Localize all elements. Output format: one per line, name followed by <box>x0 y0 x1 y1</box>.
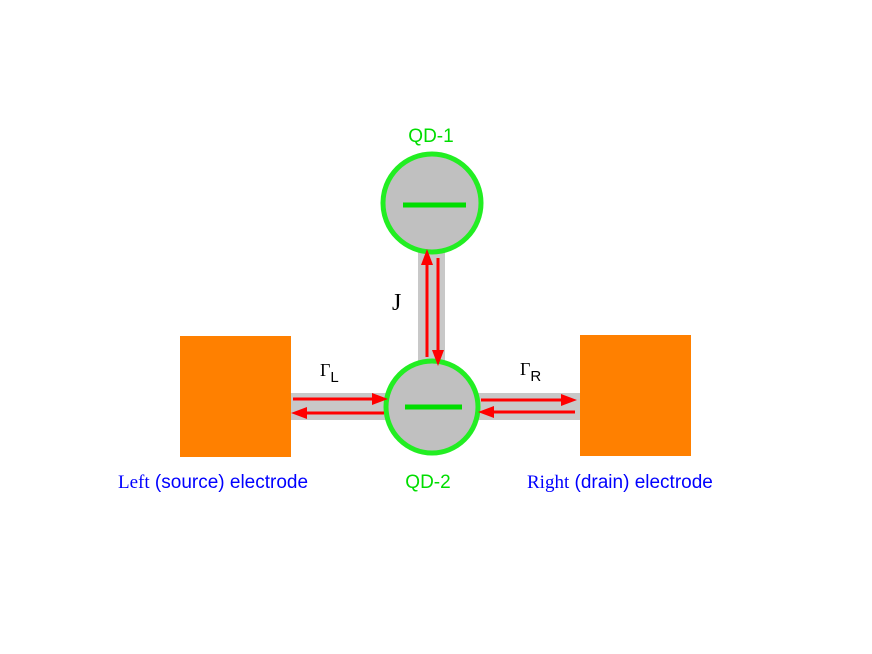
arrowhead-left-to-dot <box>372 393 388 405</box>
right-electrode-label: Right (drain) electrode <box>527 472 713 493</box>
channel-vertical <box>418 246 445 364</box>
gamma-right-symbol: Γ <box>520 359 530 379</box>
arrowhead-qd1-to-qd2 <box>432 350 444 366</box>
qd1-label: QD-1 <box>408 126 453 147</box>
gamma-left-subscript: L <box>330 369 338 386</box>
qd2-label: QD-2 <box>405 472 450 493</box>
gamma-right-label: ΓR <box>520 359 541 385</box>
gamma-right-subscript: R <box>530 368 541 385</box>
arrowhead-dot-to-right <box>561 394 577 406</box>
gamma-left-symbol: Γ <box>320 360 330 380</box>
arrowhead-right-to-dot <box>478 406 494 418</box>
arrowhead-qd2-to-qd1 <box>421 249 433 265</box>
gamma-left-label: ΓL <box>320 360 339 386</box>
left-electrode-label: Left (source) electrode <box>118 472 308 493</box>
coupling-label: J <box>392 290 401 316</box>
right-electrode-rest: (drain) electrode <box>569 472 713 493</box>
right-electrode-word: Right <box>527 472 570 493</box>
left-electrode <box>180 336 291 457</box>
arrowhead-dot-to-left <box>291 407 307 419</box>
right-electrode <box>580 335 691 456</box>
left-electrode-word: Left <box>118 472 150 493</box>
left-electrode-rest: (source) electrode <box>150 472 308 493</box>
